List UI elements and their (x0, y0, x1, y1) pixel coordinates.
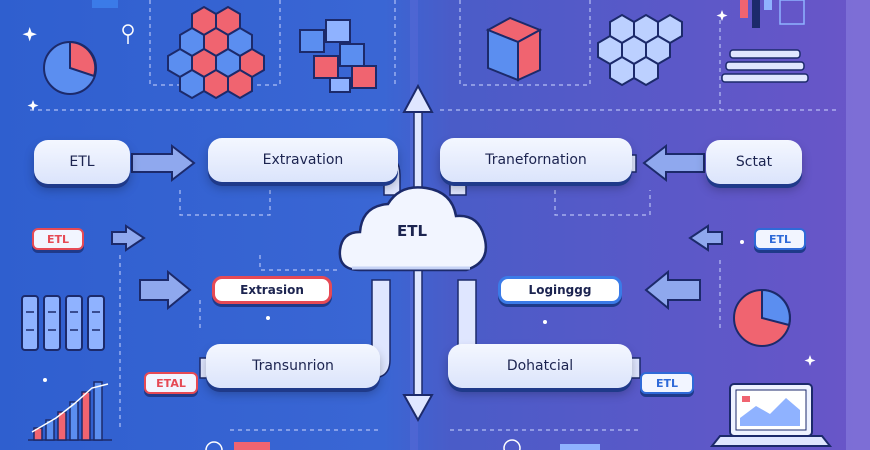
mini-etl-left[interactable]: ETL (32, 228, 84, 250)
node-tranefornation-label: Tranefornation (485, 152, 587, 168)
tag-extrasion[interactable]: Extrasion (212, 276, 332, 304)
node-etl-source[interactable]: ETL (34, 140, 130, 184)
node-extravation[interactable]: Extravation (208, 138, 398, 182)
mini-etl-bottom-right[interactable]: ETL (640, 372, 694, 394)
hexagon-cluster-left-icon (167, 5, 265, 100)
mini-etl-right-label: ETL (768, 232, 792, 246)
mini-etl-bottom-right-label: ETL (655, 376, 679, 390)
arrow-to-loginggg (644, 269, 701, 311)
mini-etal-label: ETAL (156, 376, 186, 390)
node-sctat[interactable]: Sctat (706, 140, 802, 184)
node-extravation-label: Extravation (262, 152, 344, 168)
node-tranefornation[interactable]: Tranefornation (440, 138, 632, 182)
tag-extrasion-label: Extrasion (240, 283, 304, 297)
arrow-etl-to-extravation (131, 143, 196, 183)
arrow-left-mini (111, 224, 146, 252)
node-sctat-label: Sctat (735, 154, 773, 170)
node-transunrion[interactable]: Transunrion (206, 344, 380, 388)
sparkles (22, 10, 816, 382)
node-dohatcial[interactable]: Dohatcial (448, 344, 632, 388)
mini-etl-right[interactable]: ETL (754, 228, 806, 250)
arrow-to-extrasion (139, 269, 192, 311)
cloud-icon (338, 186, 488, 272)
mini-etal[interactable]: ETAL (144, 372, 198, 394)
right-edge-strip (846, 0, 870, 450)
arrow-right-mini (688, 224, 723, 252)
tag-loginggg[interactable]: Loginggg (498, 276, 622, 304)
pie-chart-icon-right (733, 288, 791, 347)
node-etl-source-label: ETL (69, 154, 95, 170)
cloud-label: ETL (396, 222, 428, 240)
flow-arrows (111, 143, 723, 311)
node-transunrion-label: Transunrion (252, 358, 334, 374)
key-icon (122, 24, 134, 44)
open-box-icon (485, 16, 543, 82)
pie-chart-icon-left (43, 0, 118, 95)
arrow-sctat-to-tranefornation (642, 143, 705, 183)
cube-cluster-icon (299, 19, 377, 93)
tag-loginggg-label: Loginggg (528, 283, 592, 297)
top-right-bars-icon (721, 0, 809, 83)
mini-etl-left-label: ETL (46, 232, 70, 246)
laptop-icon (709, 383, 833, 447)
bar-chart-icon (28, 381, 112, 441)
hexagon-grid-right-icon (597, 13, 683, 87)
server-stack-icon (21, 295, 105, 351)
node-dohatcial-label: Dohatcial (506, 358, 574, 374)
bottom-decor (205, 439, 600, 450)
